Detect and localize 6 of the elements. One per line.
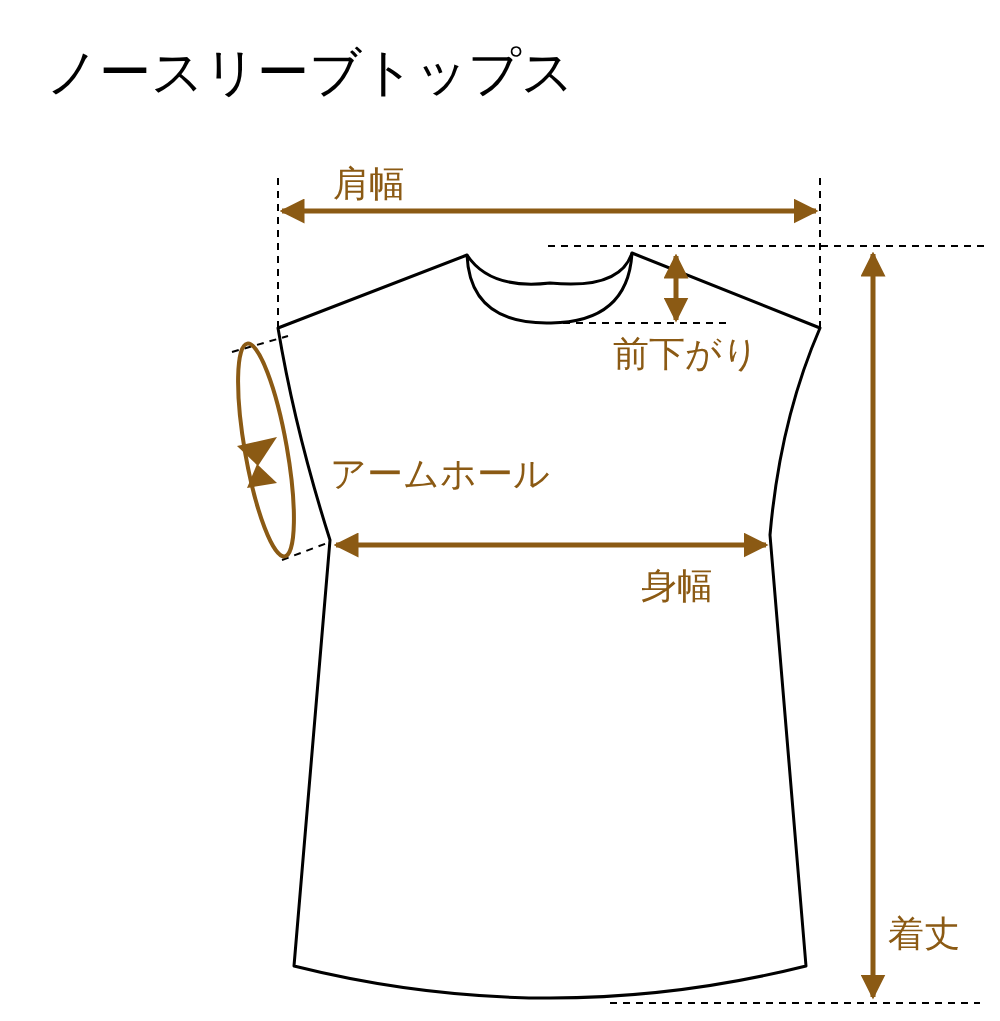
dimension-label: アームホール: [330, 456, 550, 492]
title: ノースリーブトップス: [46, 46, 574, 98]
dimension-label: 肩幅: [333, 166, 405, 202]
dimension-label: 前下がり: [613, 336, 759, 372]
dimension-label: 身幅: [641, 568, 713, 604]
dimension-label: 着丈: [888, 916, 960, 952]
